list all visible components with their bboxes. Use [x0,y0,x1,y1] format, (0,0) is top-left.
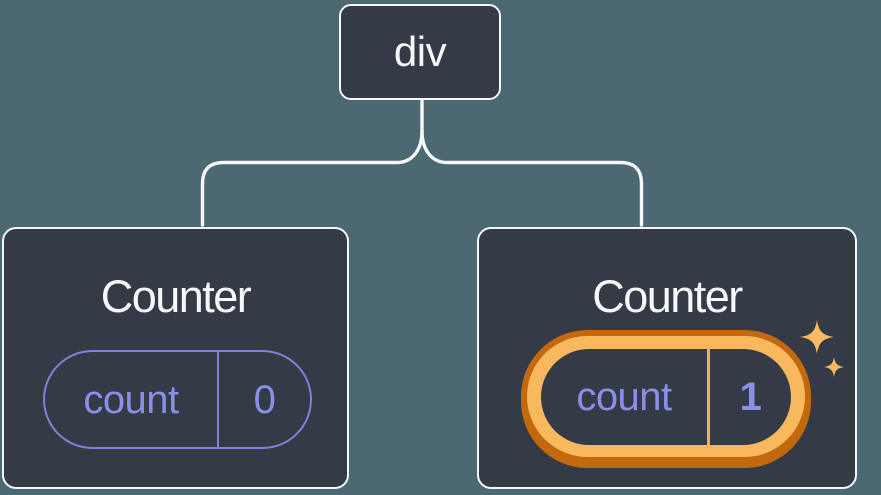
state-pill-highlight-ring: count 1 [527,336,805,457]
counter-node-right: Counter count 1 [477,227,857,489]
sparkles-icon [800,320,844,377]
root-node-label: div [393,28,447,75]
state-value-section: 1 [710,349,791,445]
sparkle-large [800,320,834,354]
connector-right-branch [420,129,644,227]
state-value-section: 0 [219,352,310,447]
state-pill: count 0 [43,350,312,449]
state-key-section: count [541,348,710,445]
counter-node-left: Counter count 0 [2,227,349,489]
state-key-label: count [576,374,672,419]
state-value-label: 1 [739,374,762,419]
root-node-div: div [339,4,501,100]
state-key-label: count [83,377,179,422]
state-pill: count 1 [541,348,791,445]
counter-title: Counter [100,271,252,322]
connector-left-branch [200,129,424,227]
sparkle-small [824,357,844,377]
state-value-label: 0 [253,377,276,422]
counter-title: Counter [592,271,743,322]
state-key-section: count [45,352,219,447]
